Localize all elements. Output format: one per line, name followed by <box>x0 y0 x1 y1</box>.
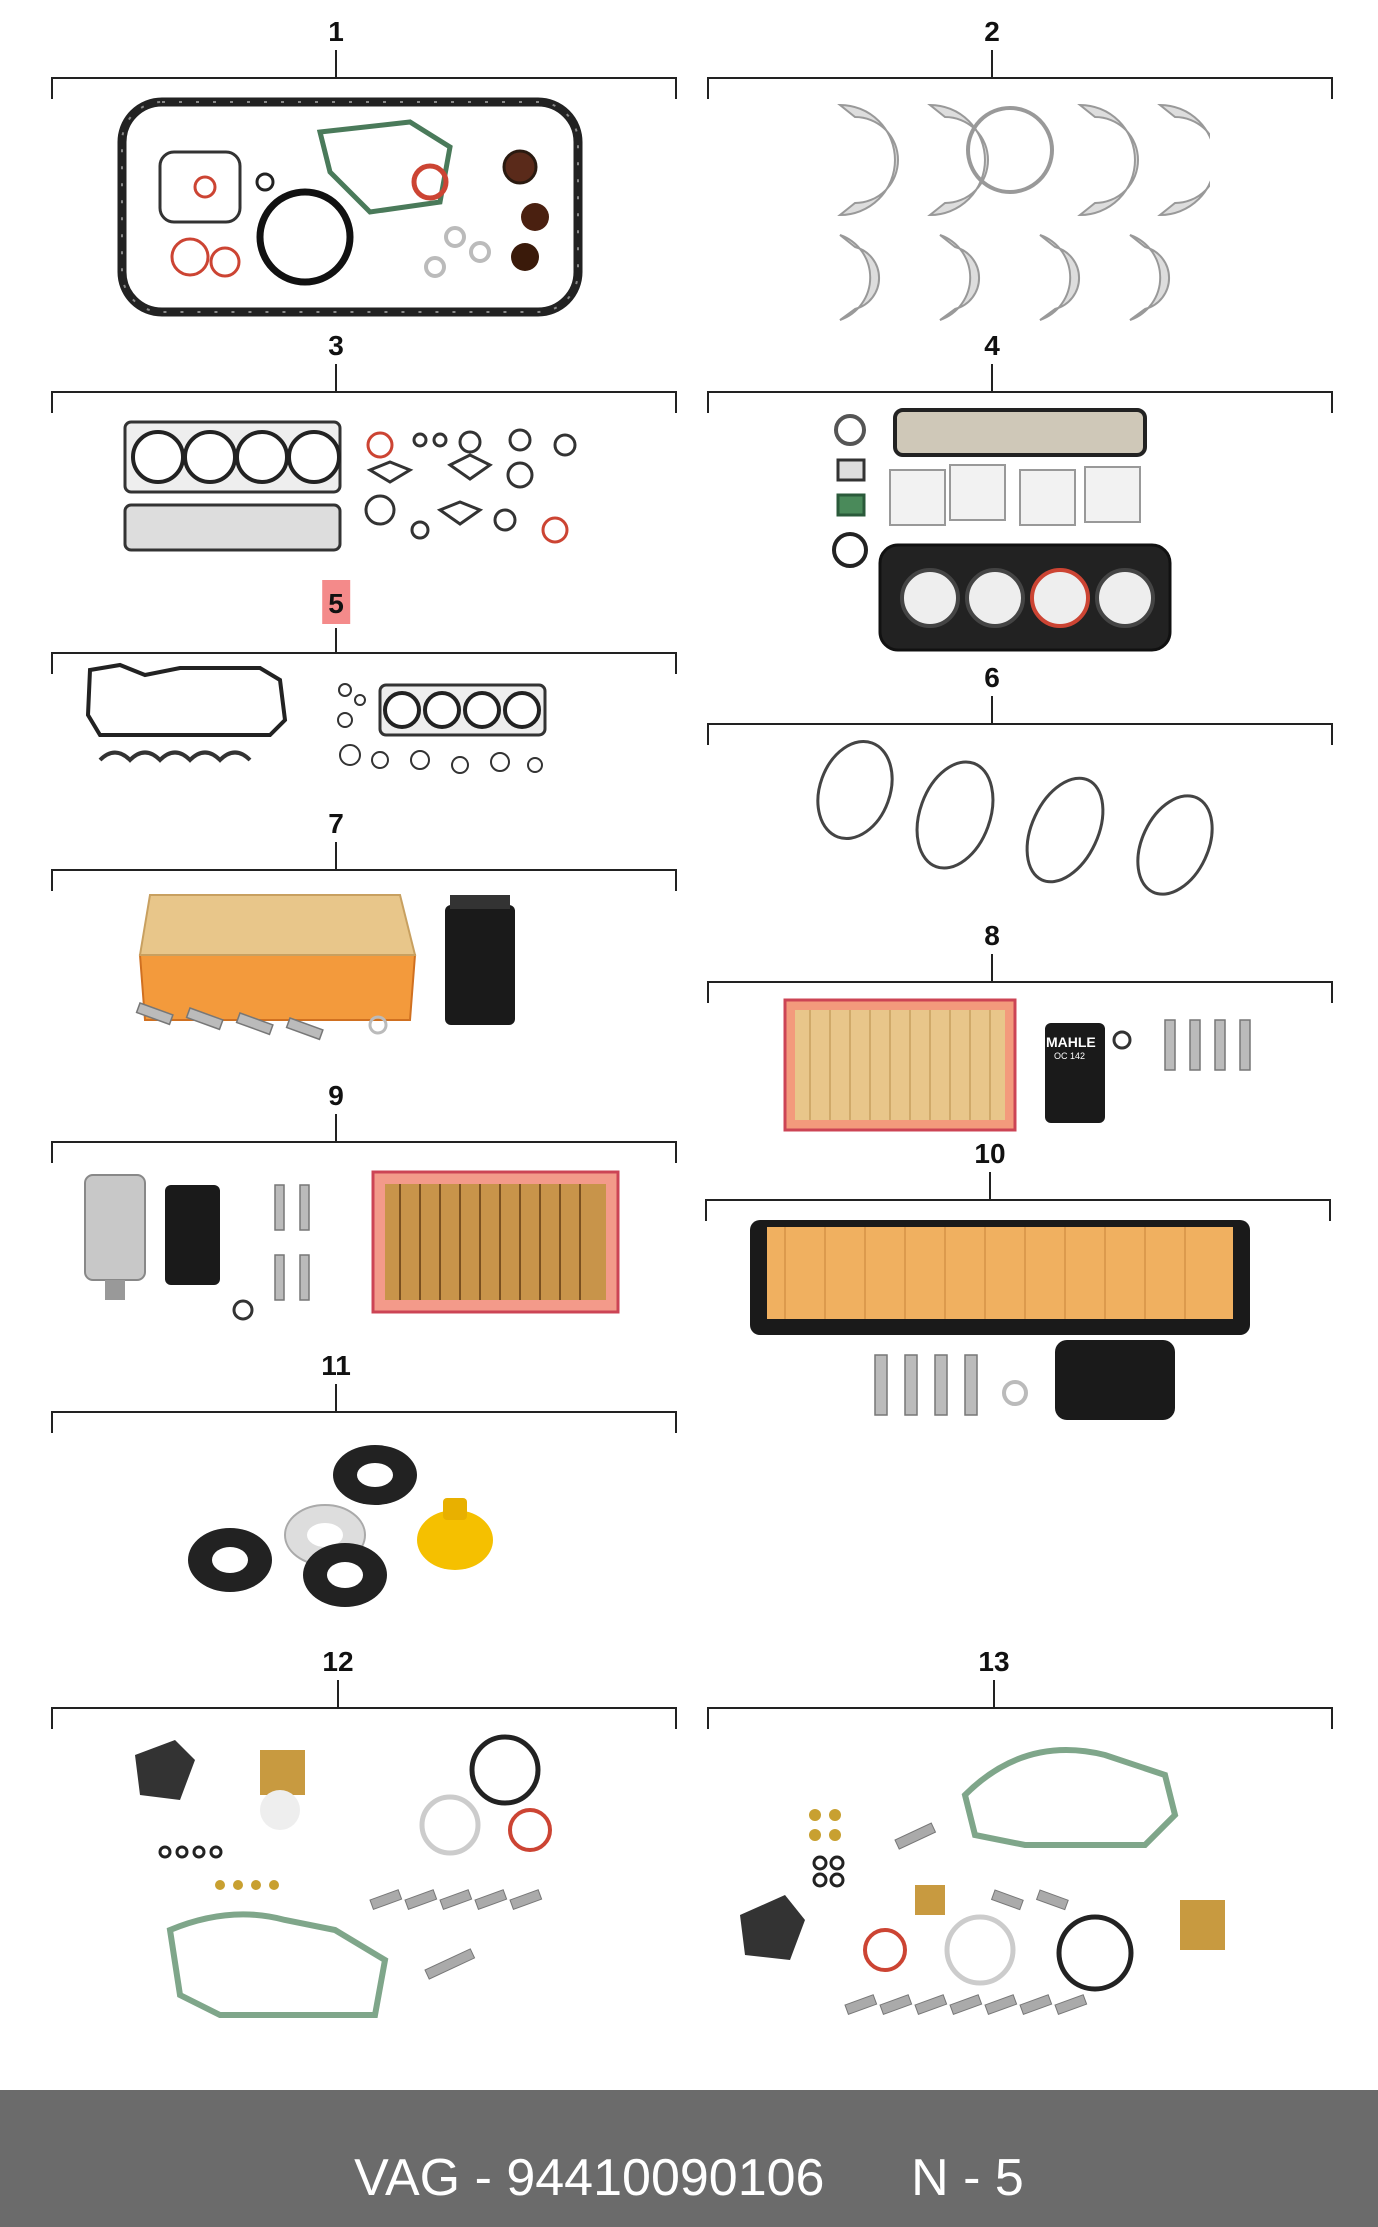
bracket-10 <box>705 1199 1331 1221</box>
footer-brand: VAG <box>354 2149 461 2207</box>
bracket-8 <box>707 981 1333 1003</box>
group-label-4: 4 <box>984 330 1000 361</box>
bracket-4 <box>707 391 1333 413</box>
bracket-stem-5 <box>335 628 337 653</box>
group-label-11: 11 <box>321 1350 351 1381</box>
cooling-kit-illustration-13 <box>740 1747 1225 2016</box>
footer-position: N - 5 <box>911 2149 1024 2207</box>
service-kit-illustration-10 <box>750 1220 1250 1420</box>
gasket-set-illustration-5 <box>85 662 547 774</box>
group-label-3: 3 <box>328 330 344 361</box>
bracket-stem-2 <box>991 50 993 78</box>
group-label-13: 13 <box>978 1646 1010 1677</box>
group-label-12: 12 <box>322 1646 354 1677</box>
service-kit-illustration-7 <box>135 894 515 1041</box>
bracket-3 <box>51 391 677 413</box>
bracket-stem-8 <box>991 954 993 982</box>
seals-illustration-11 <box>188 1445 493 1607</box>
bracket-6 <box>707 723 1333 745</box>
bracket-stem-4 <box>991 364 993 392</box>
head-gasket-kit-illustration-4 <box>832 408 1172 652</box>
bearing-shells-illustration-2 <box>837 103 1210 321</box>
footer-part-number: 94410090106 <box>506 2149 825 2207</box>
bracket-7 <box>51 869 677 891</box>
bracket-stem-3 <box>335 364 337 392</box>
bracket-stem-1 <box>335 50 337 78</box>
bracket-2 <box>707 77 1333 99</box>
bracket-stem-7 <box>335 842 337 870</box>
bracket-stem-10 <box>989 1172 991 1200</box>
group-label-6: 6 <box>984 662 1000 693</box>
group-label-9: 9 <box>328 1080 344 1111</box>
bracket-stem-9 <box>335 1114 337 1142</box>
footer-text: VAG - 94410090106 N - 5 <box>354 2149 1024 2207</box>
service-kit-illustration-9 <box>84 1170 620 1321</box>
footer-bar <box>0 2090 1378 2227</box>
group-label-8: 8 <box>984 920 1000 951</box>
gasket-set-illustration-1 <box>117 97 583 317</box>
bracket-stem-6 <box>991 696 993 724</box>
oil-filter-brand: MAHLE <box>1046 1034 1096 1050</box>
oil-filter-code: OC 142 <box>1054 1051 1086 1061</box>
bracket-9 <box>51 1141 677 1163</box>
bracket-12 <box>51 1707 677 1729</box>
head-gasket-set-illustration-3 <box>123 420 577 552</box>
group-label-10: 10 <box>974 1138 1006 1169</box>
bracket-1 <box>51 77 677 99</box>
bracket-stem-11 <box>335 1384 337 1412</box>
bracket-stem-12 <box>337 1680 339 1708</box>
piston-rings-illustration-6 <box>816 740 1214 896</box>
bracket-5 <box>51 652 677 674</box>
bracket-13 <box>707 1707 1333 1729</box>
bracket-stem-13 <box>993 1680 995 1708</box>
group-label-2: 2 <box>984 16 1000 47</box>
bracket-11 <box>51 1411 677 1433</box>
cooling-kit-illustration-12 <box>135 1734 552 2018</box>
group-label-7: 7 <box>328 808 344 839</box>
group-label-1: 1 <box>328 16 344 47</box>
group-label-5: 5 <box>322 580 350 624</box>
service-kit-illustration-8 <box>783 998 1251 1132</box>
